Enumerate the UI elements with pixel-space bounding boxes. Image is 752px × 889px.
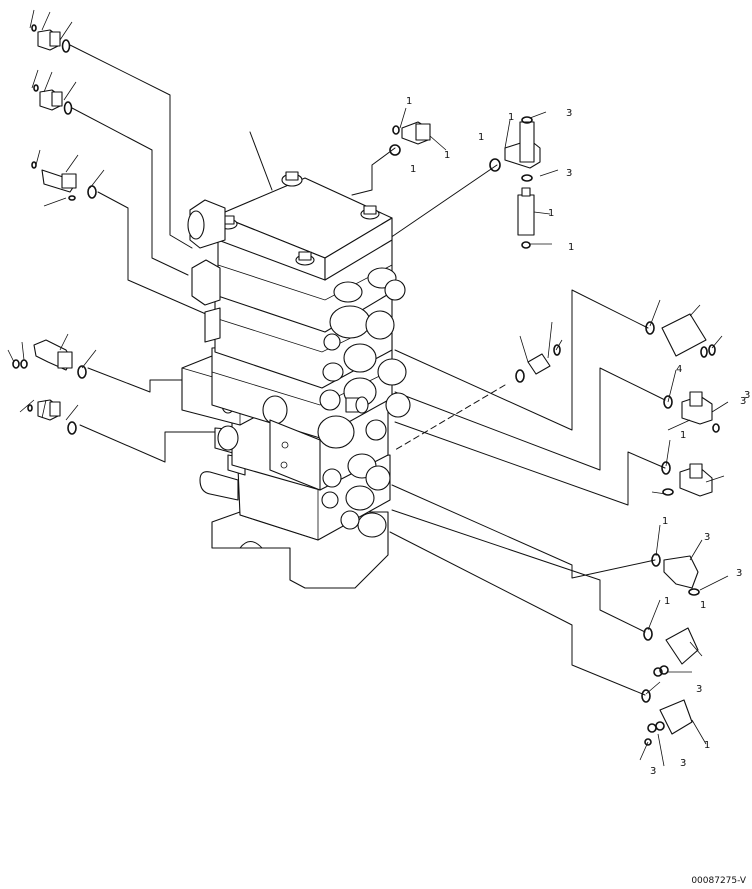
svg-text:1: 1	[478, 132, 484, 143]
svg-text:3: 3	[566, 168, 572, 179]
svg-text:1: 1	[680, 430, 686, 441]
callout-numerals: 1 1 1 1 3 3 1 1 1 3 3 4 1 3 3 1 3 1 3 1 …	[406, 96, 750, 777]
callout-stubs	[7, 9, 729, 767]
top-right-fittings	[389, 116, 541, 249]
svg-text:3: 3	[736, 568, 742, 579]
svg-text:1: 1	[568, 242, 574, 253]
svg-text:3: 3	[650, 766, 656, 777]
drawing-code: 00087275-V	[691, 876, 746, 886]
svg-text:1: 1	[664, 596, 670, 607]
svg-text:3: 3	[744, 390, 750, 401]
svg-text:1: 1	[548, 208, 554, 219]
svg-text:1: 1	[508, 112, 514, 123]
svg-text:3: 3	[680, 758, 686, 769]
svg-text:1: 1	[406, 96, 412, 107]
svg-text:1: 1	[410, 164, 416, 175]
svg-text:1: 1	[700, 600, 706, 611]
svg-text:1: 1	[704, 740, 710, 751]
svg-text:1: 1	[662, 516, 668, 527]
right-fittings	[641, 313, 720, 746]
svg-text:3: 3	[740, 396, 746, 407]
left-fittings	[12, 24, 97, 435]
connection-lines	[69, 44, 666, 696]
svg-text:3: 3	[566, 108, 572, 119]
svg-text:4: 4	[676, 364, 682, 375]
svg-text:1: 1	[444, 150, 450, 161]
svg-text:3: 3	[704, 532, 710, 543]
spool-caps	[317, 267, 411, 538]
mid-fitting	[515, 344, 561, 383]
svg-text:3: 3	[696, 684, 702, 695]
